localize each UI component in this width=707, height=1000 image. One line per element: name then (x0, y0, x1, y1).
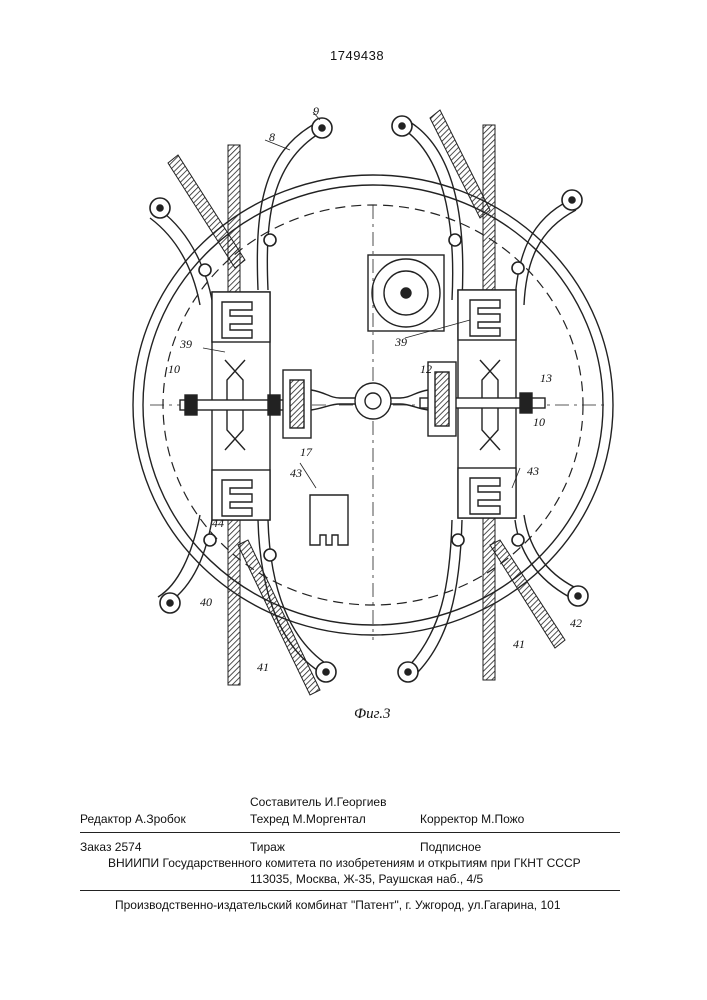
divider (80, 832, 620, 833)
label-39-right: 39 (394, 335, 407, 349)
label-41-left: 41 (257, 660, 269, 674)
label-43-left: 43 (290, 466, 302, 480)
technical-drawing: 9 8 39 39 10 10 12 13 17 43 43 44 40 41 … (0, 0, 707, 720)
divider (80, 890, 620, 891)
editor: Редактор А.Зробок (80, 812, 186, 826)
corrector: Корректор М.Пожо (420, 812, 524, 826)
label-39-left: 39 (179, 337, 192, 351)
subscription: Подписное (420, 840, 481, 854)
circulation: Тираж (250, 840, 285, 854)
label-17: 17 (300, 445, 313, 459)
label-44: 44 (212, 516, 224, 530)
label-42: 42 (570, 616, 582, 630)
address: 113035, Москва, Ж-35, Раушская наб., 4/5 (250, 872, 483, 886)
label-41-right: 41 (513, 637, 525, 651)
order: Заказ 2574 (80, 840, 142, 854)
label-10-right: 10 (533, 415, 545, 429)
comb-piece (310, 495, 348, 545)
label-40: 40 (200, 595, 212, 609)
label-13: 13 (540, 371, 552, 385)
institute: ВНИИПИ Государственного комитета по изоб… (108, 856, 581, 870)
label-9: 9 (313, 104, 319, 118)
upper-drum (368, 255, 444, 331)
label-43-right: 43 (527, 464, 539, 478)
label-10-left: 10 (168, 362, 180, 376)
publisher: Производственно-издательский комбинат "П… (115, 898, 561, 912)
techred: Техред М.Моргентал (250, 812, 366, 826)
label-12: 12 (420, 362, 432, 376)
compiler: Составитель И.Георгиев (250, 795, 386, 809)
label-8: 8 (269, 130, 275, 144)
figure-caption: Фиг.3 (354, 706, 390, 720)
